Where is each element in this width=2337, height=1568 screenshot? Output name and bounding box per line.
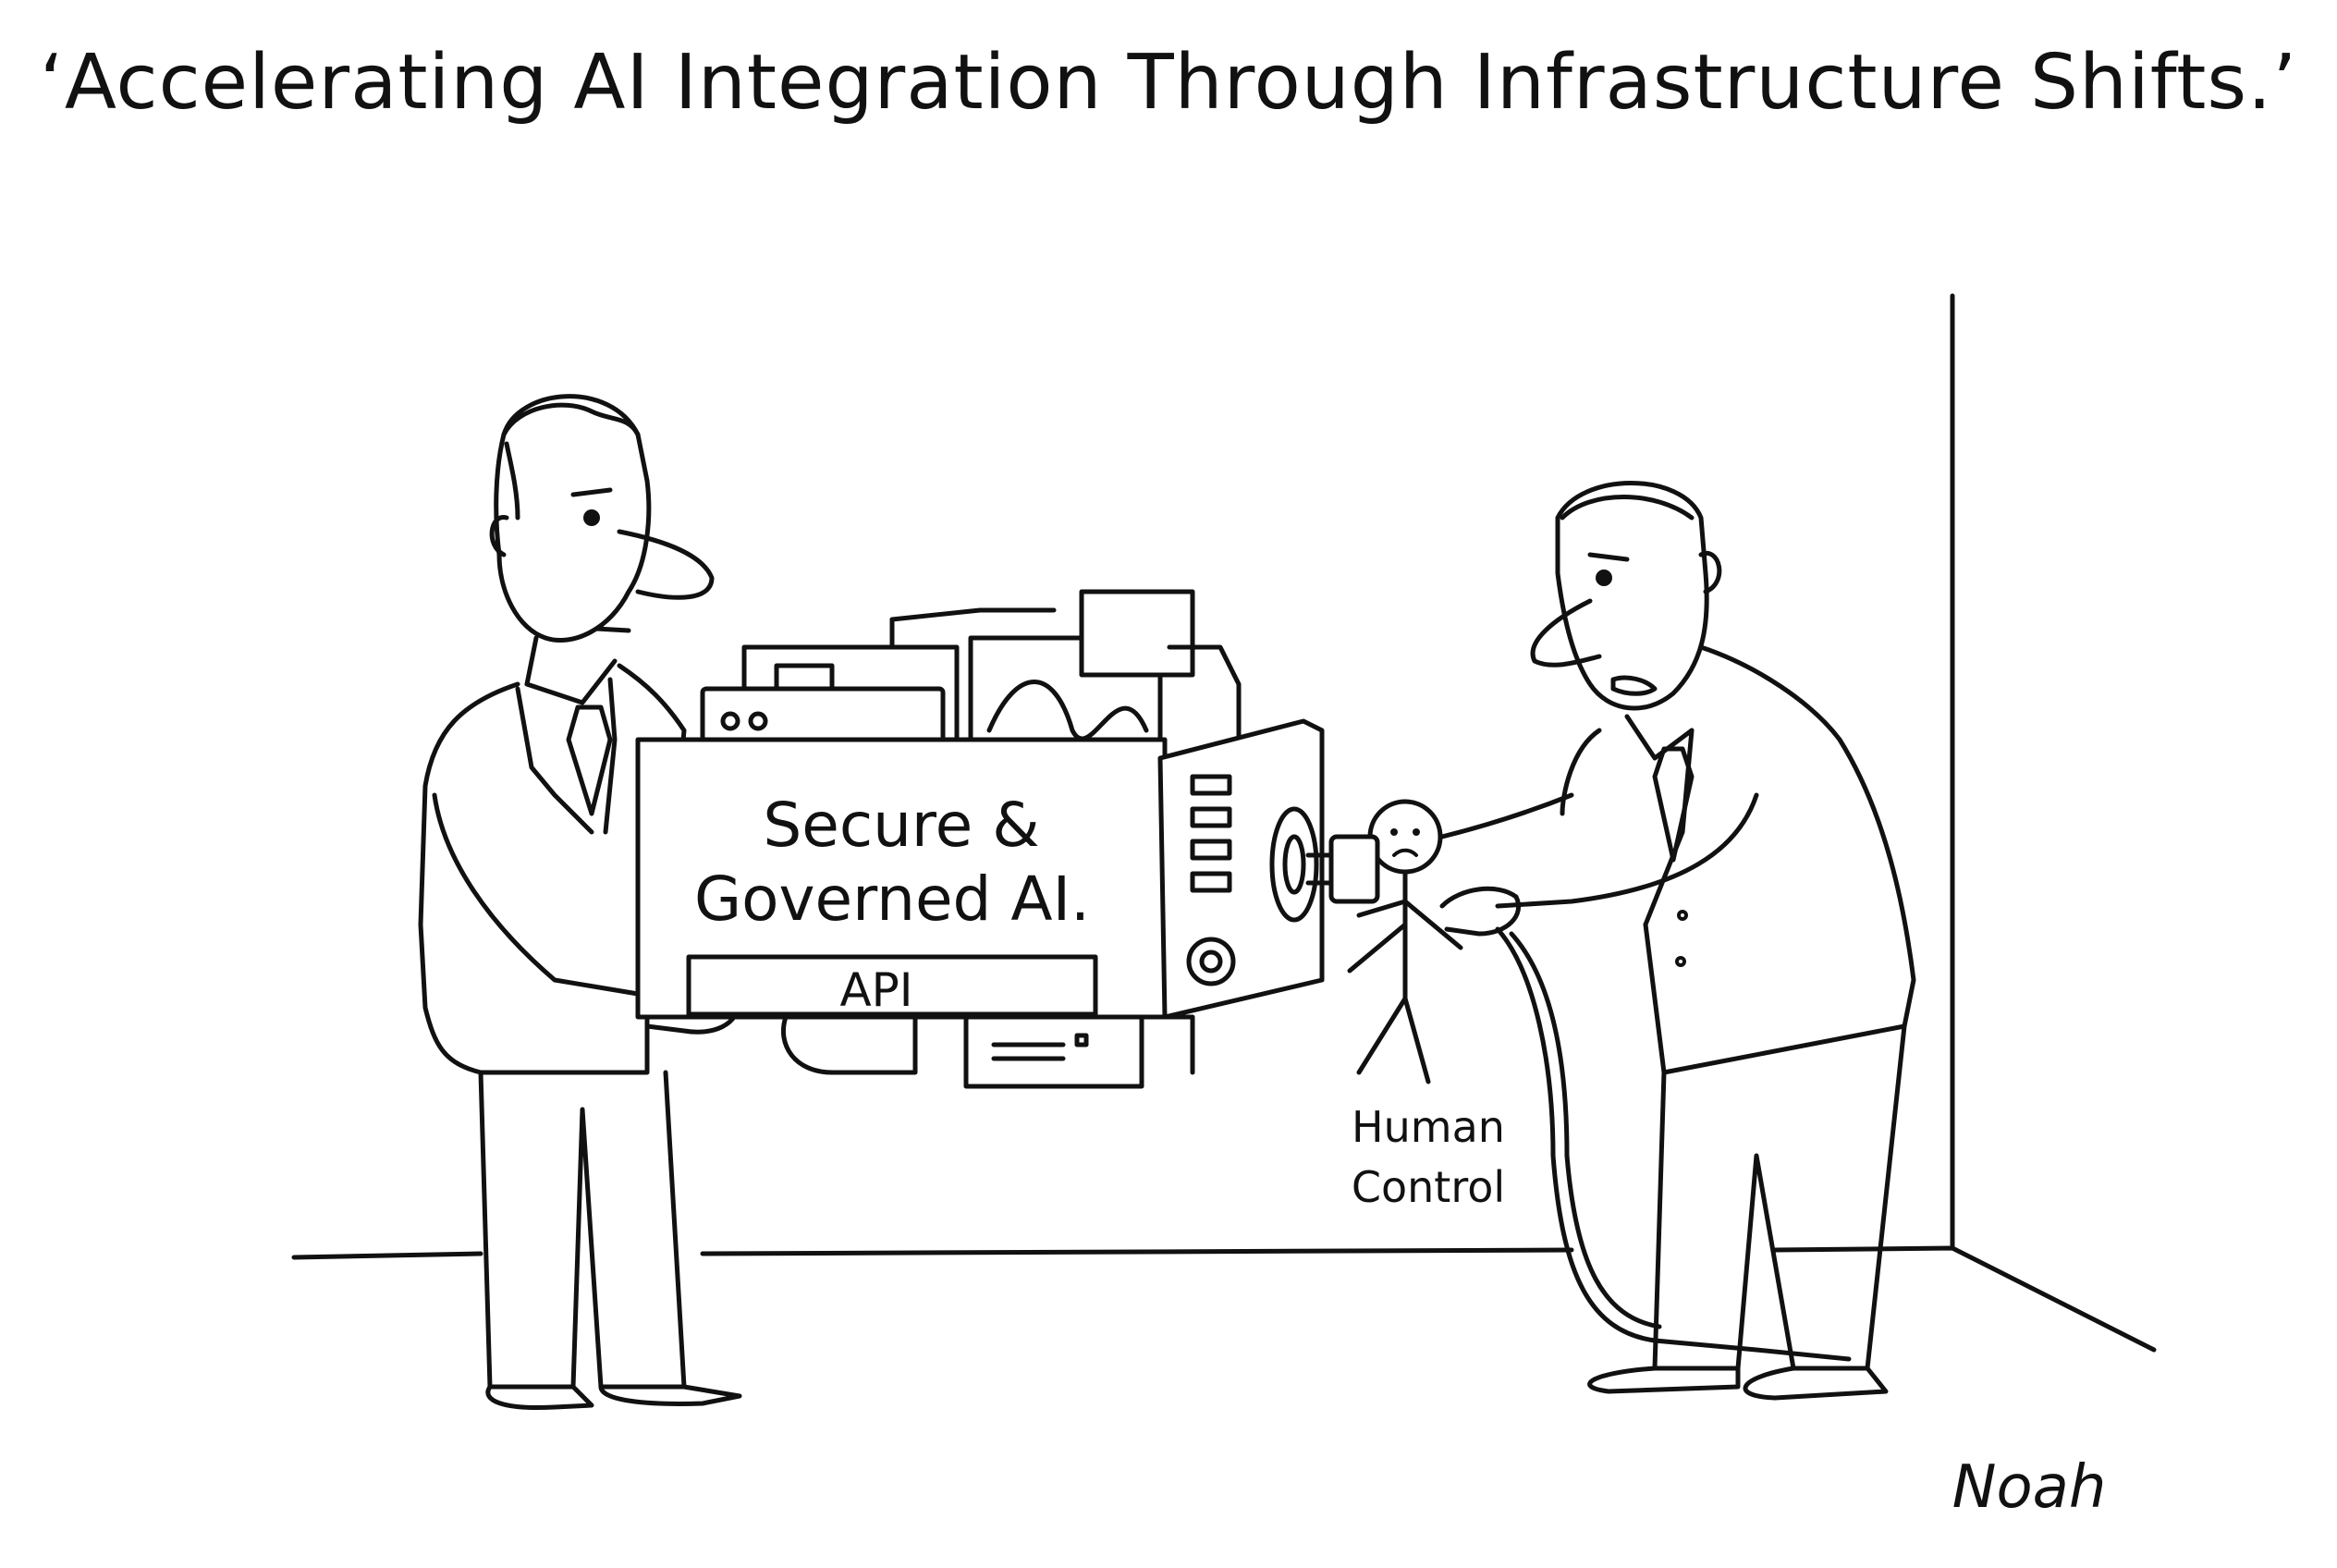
human-stick-figure (1347, 799, 1463, 1084)
human-label-line1: Human (1352, 1102, 1505, 1152)
right-man (1439, 481, 1916, 1401)
machine-label-line2: Governed AI. (694, 864, 1090, 935)
machine-label-line1: Secure & (763, 790, 1039, 861)
plug (1305, 834, 1380, 904)
room-lines (291, 293, 2157, 1353)
human-label-line2: Control (1352, 1162, 1505, 1212)
artist-signature: Noah (1952, 1453, 2107, 1522)
cartoon-caption: ‘Accelerating AI Integration Through Inf… (39, 39, 2298, 127)
api-label: API (839, 963, 912, 1017)
ai-machine (635, 589, 1325, 1089)
